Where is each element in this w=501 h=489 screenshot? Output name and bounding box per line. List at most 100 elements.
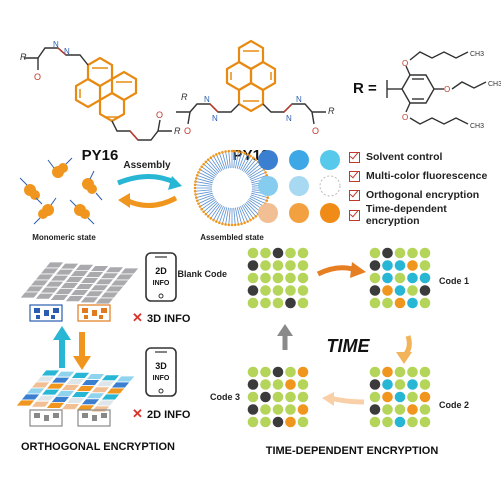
code-dot <box>419 366 431 378</box>
fluor-dot-light-2 <box>289 176 309 196</box>
bottom-color-grid <box>15 369 136 413</box>
top-qr-codes <box>29 304 111 322</box>
monomeric-state-label: Monomeric state <box>32 233 96 242</box>
vesicle-strand <box>243 157 254 172</box>
grid-tile <box>65 397 86 405</box>
code-dot <box>419 404 431 415</box>
code-dot <box>394 260 406 271</box>
grid-tile <box>54 268 75 276</box>
code-dot <box>285 247 296 259</box>
code-dot <box>419 247 431 259</box>
vesicle-head <box>233 149 237 153</box>
code-dot <box>382 285 393 296</box>
grid-tile <box>75 404 96 412</box>
checkbox-icon <box>349 170 360 182</box>
vesicle-head <box>251 217 255 220</box>
py16-oxygen-right: O <box>156 110 163 120</box>
vesicle-strand <box>216 205 224 222</box>
code-dot <box>272 366 284 378</box>
code-dot <box>260 366 271 378</box>
vesicle-head <box>197 171 200 174</box>
disassembly-arrowhead <box>118 193 130 208</box>
vesicle-strand <box>244 159 257 173</box>
code-dot <box>285 379 296 390</box>
code-dot <box>260 379 271 390</box>
fluor-dot-orange-2 <box>320 203 340 223</box>
vesicle-strand <box>222 152 228 169</box>
vesicle-head <box>249 218 252 222</box>
vesicle-head <box>266 196 270 199</box>
vesicle-head <box>240 150 243 154</box>
monomer-1 <box>19 177 43 205</box>
code-dot <box>369 379 381 390</box>
code-dot <box>297 379 309 390</box>
cycle-arrowhead-3 <box>322 392 334 406</box>
code-dot <box>260 297 271 309</box>
vesicle-head <box>209 217 213 220</box>
grid-tile <box>40 388 61 396</box>
fluor-dot-peach <box>258 203 278 223</box>
code-dot <box>407 379 418 390</box>
grid-tile <box>69 269 90 277</box>
checkbox-icon <box>349 209 360 221</box>
code-dot <box>369 260 381 271</box>
code-dot <box>382 366 393 378</box>
vesicle-strand <box>249 172 266 180</box>
vesicle-head <box>246 220 249 223</box>
py13-molecule: R O N N N N O R <box>176 39 335 136</box>
code-dot <box>285 260 296 271</box>
code-dot <box>272 391 284 403</box>
py13-n3: N <box>286 114 292 123</box>
vesicle-strand <box>245 161 259 175</box>
grid-tile <box>35 394 56 402</box>
grid-tile <box>59 262 80 270</box>
grid-tile <box>55 370 76 378</box>
vesicle-head <box>202 210 205 214</box>
vesicle-strand <box>207 159 220 173</box>
code-dot <box>260 247 271 259</box>
code-dot <box>272 272 284 284</box>
grid-tile <box>119 267 140 275</box>
grid-tile <box>94 278 115 286</box>
vesicle-strand <box>218 206 226 223</box>
vesicle-head <box>237 223 240 226</box>
grid-tile <box>90 386 111 394</box>
vesicle-strand <box>195 184 213 187</box>
r-oxygen-top: O <box>402 59 408 68</box>
vesicle-strand <box>238 206 246 223</box>
checkbox-icon <box>349 189 360 201</box>
py13-oxygen-left: O <box>184 126 191 136</box>
grid-tile <box>75 385 96 393</box>
vesicle-head <box>265 174 269 177</box>
monomer-4 <box>33 197 57 225</box>
top-gray-grid <box>19 261 140 305</box>
vesicle-strand <box>203 163 217 176</box>
code-dot <box>419 391 431 403</box>
grid-tile <box>94 297 115 305</box>
dot-matrix-blank <box>247 247 309 309</box>
code1-label: Code 1 <box>439 276 469 286</box>
code-dot <box>260 260 271 271</box>
vesicle-strand <box>197 174 214 182</box>
py16-pyrene-core <box>74 56 138 123</box>
code-dot <box>247 247 259 259</box>
code-dot <box>407 404 418 415</box>
vesicle-head <box>193 189 197 193</box>
grid-tile <box>39 267 60 275</box>
vesicle-head <box>230 223 234 227</box>
grid-tile <box>84 290 105 298</box>
code-dot <box>407 391 418 403</box>
code-dot <box>272 404 284 415</box>
r-group-label: R = <box>353 80 377 97</box>
dot-matrix-code3 <box>247 366 309 428</box>
r-group-structure <box>386 51 487 125</box>
grid-tile <box>55 389 76 397</box>
assembly-arrowhead <box>168 176 182 190</box>
vesicle-strand <box>233 207 236 225</box>
code-dot <box>247 404 259 415</box>
code-dot <box>394 404 406 415</box>
vesicle-strand <box>203 200 217 213</box>
vesicle-strand <box>250 174 267 182</box>
grid-tile <box>85 392 106 400</box>
assembled-state-label: Assembled state <box>200 233 264 242</box>
